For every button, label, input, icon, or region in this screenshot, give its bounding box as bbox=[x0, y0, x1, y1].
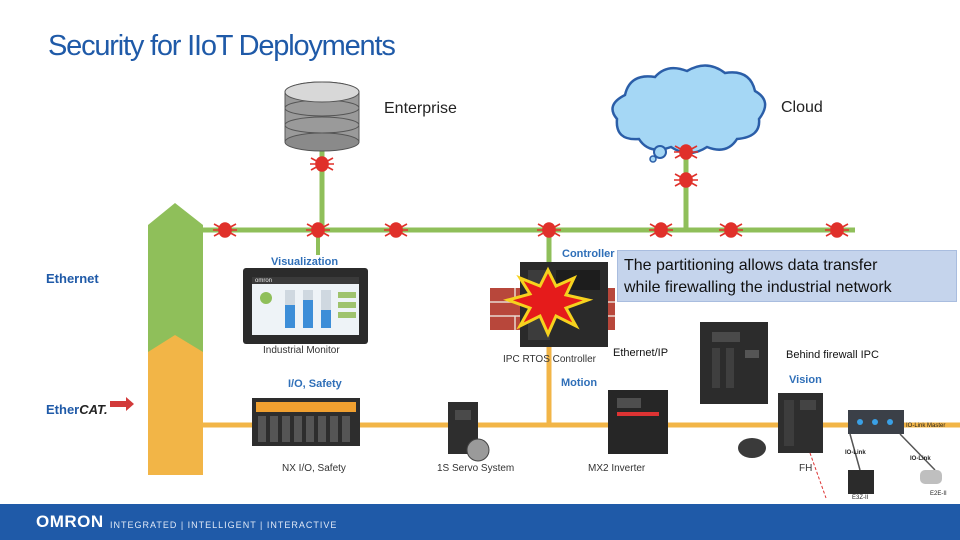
footer-tagline: INTEGRATED | INTELLIGENT | INTERACTIVE bbox=[110, 520, 338, 530]
io-safety-label: I/O, Safety bbox=[288, 378, 342, 390]
omron-logo: OMRON bbox=[36, 512, 104, 531]
bug-icon bbox=[213, 222, 237, 238]
bug-icon bbox=[649, 222, 673, 238]
vision-label: Vision bbox=[789, 374, 822, 386]
ethercat-arrow bbox=[148, 335, 203, 475]
ethernet-arrow bbox=[148, 203, 203, 352]
controller-label: Controller bbox=[562, 248, 615, 260]
ethercat-label: EtherCAT. bbox=[46, 402, 108, 417]
bug-icon bbox=[310, 156, 334, 172]
vision-device bbox=[738, 393, 942, 499]
footer-bar bbox=[0, 504, 960, 540]
industrial-monitor-label: Industrial Monitor bbox=[263, 345, 340, 356]
enterprise-label: Enterprise bbox=[384, 100, 457, 117]
bug-icon bbox=[825, 222, 849, 238]
bug-icon bbox=[384, 222, 408, 238]
ethercat-label-prefix: Ether bbox=[46, 402, 80, 417]
fh-label: FH bbox=[799, 463, 813, 474]
e3z-label: E3Z-II bbox=[852, 495, 869, 501]
database-icon bbox=[284, 81, 360, 152]
servo-device bbox=[448, 402, 490, 462]
nx-io-device bbox=[252, 398, 360, 446]
bug-icon bbox=[306, 222, 330, 238]
e2e-label: E2E-II bbox=[930, 491, 947, 497]
io-link-master-label: IO-Link Master bbox=[906, 423, 946, 429]
ipc-device bbox=[700, 322, 768, 404]
industrial-monitor-device bbox=[243, 268, 368, 344]
bug-icon bbox=[537, 222, 561, 238]
partitioning-callout: The partitioning allows data transfer wh… bbox=[617, 250, 957, 302]
bug-icon bbox=[674, 172, 698, 188]
motion-label: Motion bbox=[561, 377, 598, 389]
callout-line-2: while firewalling the industrial network bbox=[624, 279, 892, 296]
cloud-icon bbox=[611, 64, 767, 163]
ethernet-label: Ethernet bbox=[46, 271, 99, 286]
io-link-label-1: IO-Link bbox=[845, 450, 866, 456]
callout-line-1: The partitioning allows data transfer bbox=[624, 257, 878, 274]
cloud-label: Cloud bbox=[781, 99, 823, 116]
ipc-rtos-label: IPC RTOS Controller bbox=[503, 354, 596, 365]
servo-label: 1S Servo System bbox=[437, 463, 515, 474]
io-link-label-2: IO-Link bbox=[910, 456, 931, 462]
inverter-device bbox=[608, 390, 668, 454]
bug-icon bbox=[674, 144, 698, 160]
bug-icon bbox=[719, 222, 743, 238]
ethercat-arrow-icon bbox=[110, 397, 134, 411]
inverter-label: MX2 Inverter bbox=[588, 463, 646, 474]
attack-blast-icon bbox=[503, 266, 594, 338]
page-title: Security for IIoT Deployments bbox=[48, 30, 396, 62]
behind-firewall-label: Behind firewall IPC bbox=[786, 349, 879, 361]
ethernet-ip-label: Ethernet/IP bbox=[613, 347, 669, 359]
monitor-brand-label: omron bbox=[255, 278, 273, 284]
visualization-label: Visualization bbox=[271, 256, 339, 268]
nx-io-label: NX I/O, Safety bbox=[282, 463, 346, 474]
ethercat-label-suffix: CAT. bbox=[79, 402, 108, 417]
